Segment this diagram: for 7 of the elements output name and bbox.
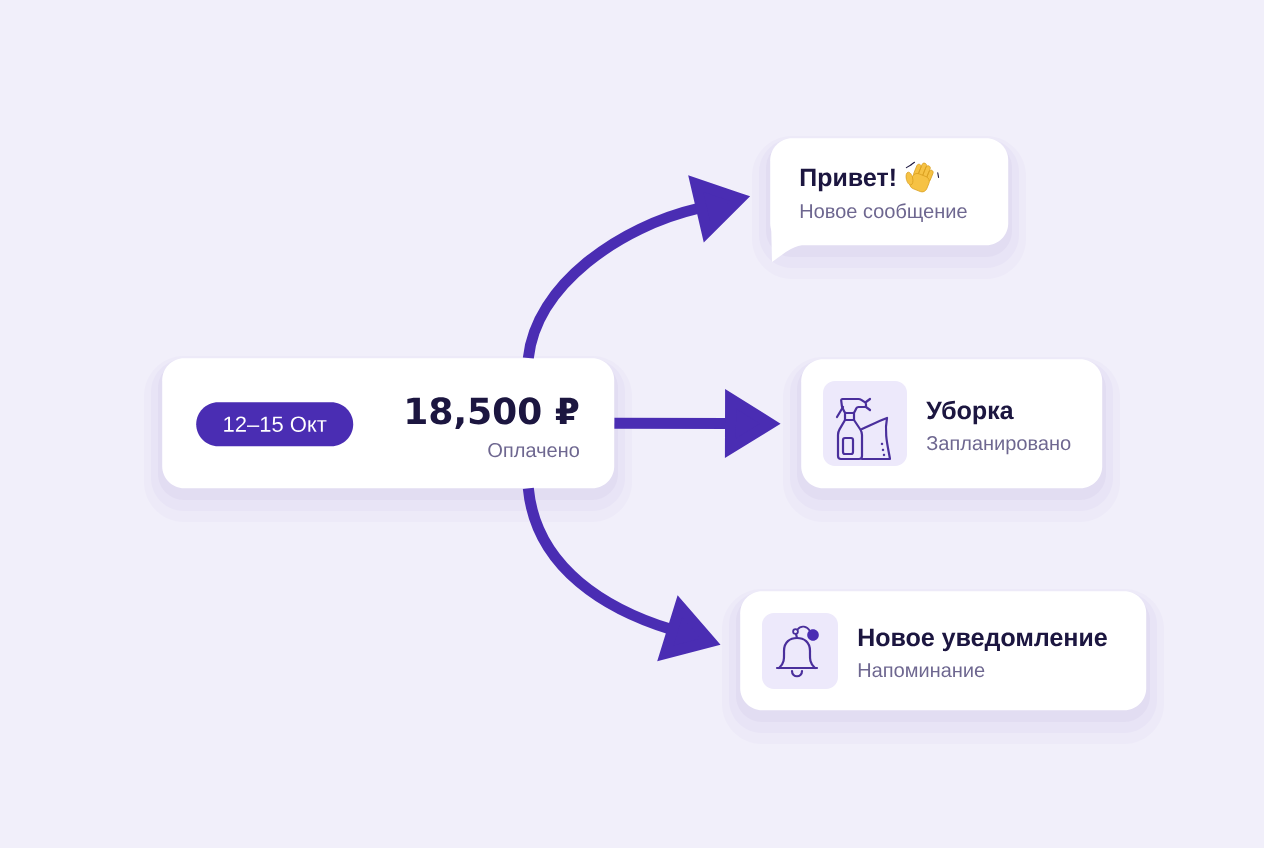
date-badge: 12–15 Окт: [196, 402, 354, 447]
heading-text: Уборка: [926, 400, 1014, 425]
subtitle-text: Напоминание: [858, 663, 985, 678]
amount-text: 18,500 ₽: [407, 397, 579, 430]
status-text: Оплачено: [488, 443, 579, 458]
subtitle-text: Запланировано: [926, 436, 1071, 455]
heading-text: Новое уведомление: [858, 628, 1107, 652]
